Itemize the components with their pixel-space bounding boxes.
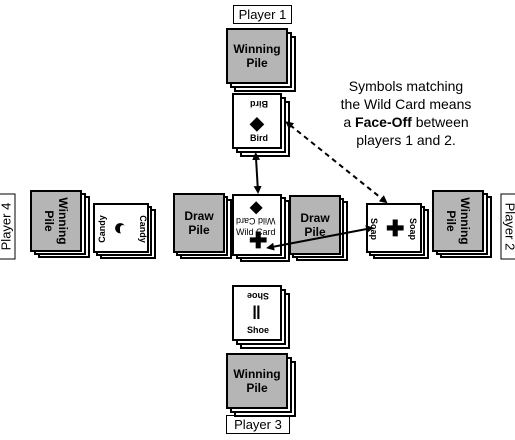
shoe-label-bottom: Shoe bbox=[247, 325, 270, 335]
winning-pile-label: Winning Pile bbox=[233, 42, 281, 70]
bird-label-bottom: Bird bbox=[250, 133, 268, 143]
player-3-winning-pile: Winning Pile bbox=[226, 353, 296, 417]
note-line-1: Symbols matching bbox=[348, 78, 464, 94]
player-1-winning-pile: Winning Pile bbox=[226, 28, 296, 92]
player-4-card-candy: Candy ● Candy bbox=[93, 203, 156, 259]
ring-icon-center bbox=[120, 225, 126, 234]
double-bar-icon: ‖ bbox=[252, 303, 261, 323]
diamond-icon: ◆ bbox=[250, 199, 263, 216]
player-2-card-soap: Soap ✚ Soap bbox=[366, 203, 429, 259]
player-3-card-shoe: Shoe ‖ Shoe bbox=[232, 285, 290, 349]
player-4-winning-pile: Winning Pile bbox=[30, 190, 90, 258]
player-2-winning-pile: Winning Pile bbox=[432, 190, 492, 258]
plus-icon: ✚ bbox=[249, 228, 268, 253]
winning-pile-label: Winning Pile bbox=[233, 367, 281, 395]
plus-icon: ✚ bbox=[386, 216, 405, 241]
bird-wild-arrow bbox=[252, 152, 262, 194]
note-line-2: the Wild Card means bbox=[340, 96, 472, 112]
player-1-card-bird: Bird ◆ Bird bbox=[232, 93, 290, 157]
face-off-dashed-arrow bbox=[285, 121, 388, 204]
player-1-label: Player 1 bbox=[233, 5, 292, 24]
left-draw-pile: Draw Pile bbox=[173, 193, 232, 259]
note-line-3-post: between bbox=[411, 114, 469, 130]
draw-pile-label: Draw Pile bbox=[184, 209, 214, 237]
wild-soap-arrow bbox=[266, 225, 374, 251]
wild-card-label-bottom: Wild Card bbox=[236, 227, 276, 237]
player-3-label: Player 3 bbox=[226, 415, 290, 434]
diamond-icon: ◆ bbox=[250, 113, 264, 133]
